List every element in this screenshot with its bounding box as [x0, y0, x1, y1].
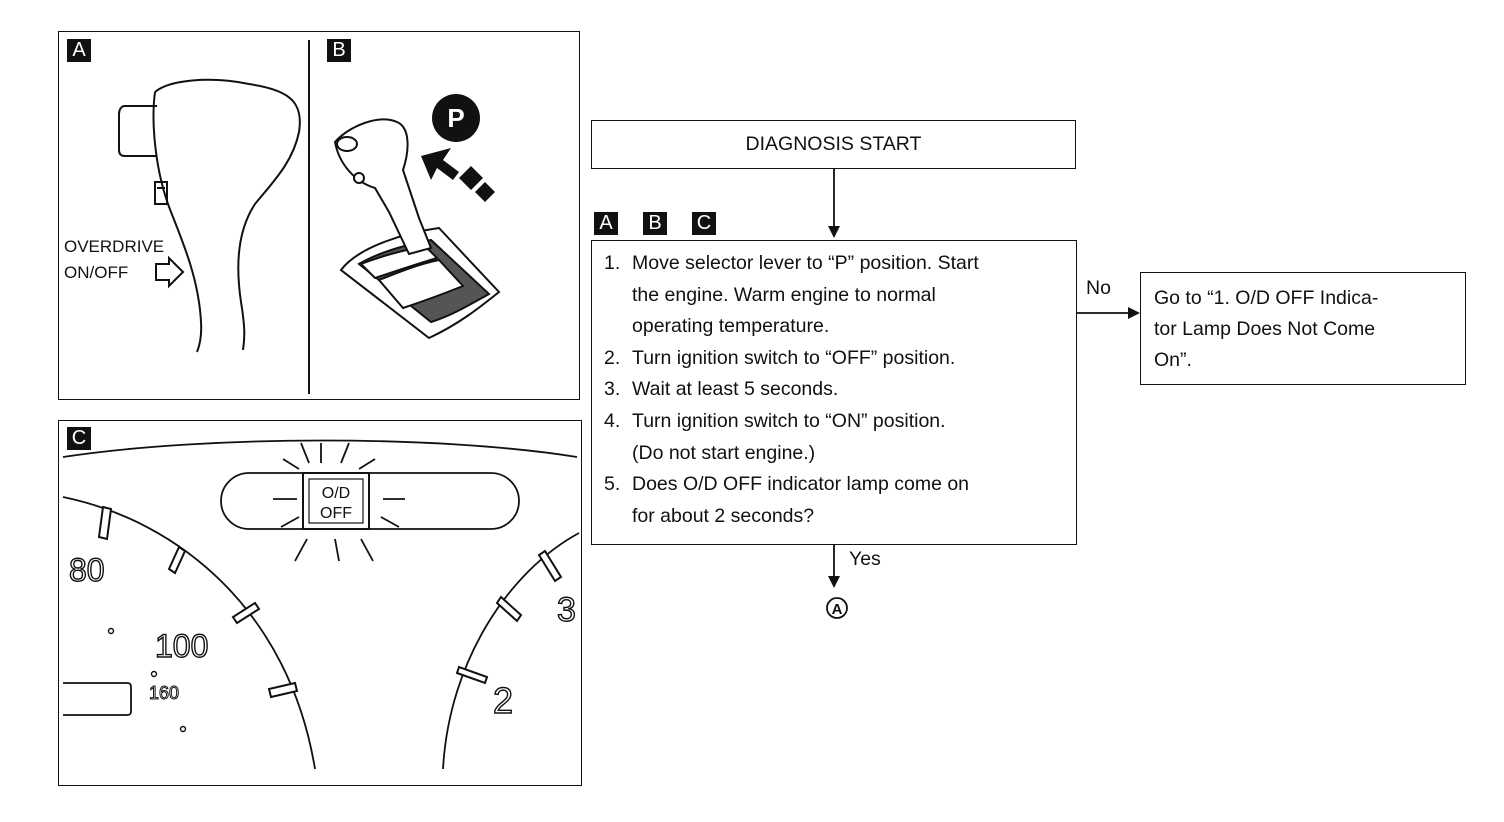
speed-160: 160 [149, 683, 179, 703]
step-2-number: 2. [604, 346, 621, 369]
tag-a: A [67, 39, 91, 62]
step-3-number: 3. [604, 378, 621, 401]
no-label: No [1086, 277, 1111, 299]
tag-c: C [67, 427, 91, 450]
lamp-text-line2: OFF [320, 505, 352, 522]
step-1-line-2: the engine. Warm engine to normal [632, 283, 936, 306]
flow-tag-a: A [594, 212, 618, 235]
push-arrow-icon [421, 148, 495, 202]
connector-a-circle [826, 597, 848, 619]
step-1: 1. Move selector lever to “P” position. S… [604, 248, 979, 280]
no-target-line-3: On”. [1154, 349, 1192, 371]
shifter-b [333, 118, 501, 340]
shift-knob-a [118, 78, 301, 353]
overdrive-label-line2: ON/OFF [64, 263, 129, 282]
panel-ab: P A B OVERDRIVE ON/OFF [58, 31, 580, 400]
tach-2: 2 [493, 680, 513, 721]
step-5: 5. Does O/D OFF indicator lamp come on [604, 469, 969, 501]
step-2-line-1: Turn ignition switch to “OFF” position. [632, 346, 956, 369]
no-target-box: Go to “1. O/D OFF Indica- tor Lamp Does … [1140, 272, 1466, 385]
flow-tag-c: C [692, 212, 716, 235]
tachometer-ticks [455, 549, 563, 685]
no-target-line-1: Go to “1. O/D OFF Indica- [1154, 287, 1379, 309]
overdrive-label-line1: OVERDRIVE [64, 237, 165, 256]
instrument-cluster-illustration: O/D OFF 80 100 160 2 3 [62, 439, 580, 770]
step-1-number: 1. [604, 252, 621, 274]
speedometer-ticks [97, 505, 299, 699]
shift-lever-illustration: P [118, 40, 501, 394]
connector-a-label: A [832, 601, 843, 618]
step-5-number: 5. [604, 473, 621, 496]
step-2: 2. Turn ignition switch to “OFF” position… [604, 343, 955, 375]
step-3: 3. Wait at least 5 seconds. [604, 374, 838, 406]
flow-tag-b: B [643, 212, 667, 235]
step-1-line-3: operating temperature. [632, 315, 830, 338]
step-4: 4. Turn ignition switch to “ON” position. [604, 406, 946, 438]
no-target-line-2: tor Lamp Does Not Come [1154, 318, 1376, 340]
tag-b: B [327, 39, 351, 62]
step-3-line-1: Wait at least 5 seconds. [632, 378, 839, 401]
tach-3: 3 [557, 591, 576, 629]
lamp-rays [273, 442, 405, 562]
overdrive-label: OVERDRIVE ON/OFF [64, 234, 164, 286]
arrow-right-icon [155, 255, 185, 289]
diagnosis-steps-box: 1. Move selector lever to “P” position. S… [591, 240, 1077, 545]
step-5-line-1: Does O/D OFF indicator lamp come on [632, 473, 970, 496]
park-badge [432, 94, 480, 142]
diagnosis-start-box: DIAGNOSIS START [591, 120, 1076, 169]
speed-100: 100 [155, 628, 208, 664]
diagnosis-start-label: DIAGNOSIS START [745, 133, 922, 155]
lamp-text-line1: O/D [322, 485, 350, 502]
step-5-line-2: for about 2 seconds? [632, 504, 815, 527]
step-4-line-2: (Do not start engine.) [632, 441, 816, 464]
yes-label: Yes [849, 548, 881, 570]
panel-c: O/D OFF 80 100 160 2 3 C [58, 420, 582, 786]
step-1-line-1: Move selector lever to “P” position. Sta… [632, 252, 979, 274]
od-off-lamp [302, 472, 370, 530]
step-4-line-1: Turn ignition switch to “ON” position. [632, 410, 946, 432]
speed-80: 80 [69, 552, 105, 588]
step-4-number: 4. [604, 410, 621, 432]
park-symbol: P [447, 103, 464, 133]
